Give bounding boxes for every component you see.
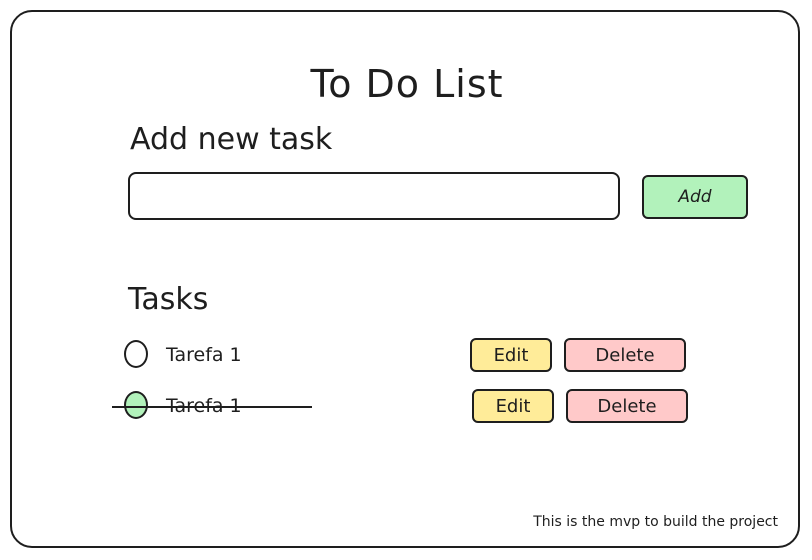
edit-task-button[interactable]: Edit (472, 389, 554, 423)
task-complete-toggle[interactable] (124, 340, 148, 368)
task-label: Tarefa 1 (166, 344, 242, 366)
task-row: Tarefa 1 Edit Delete (112, 335, 712, 375)
tasks-heading: Tasks (128, 282, 209, 317)
edit-task-button[interactable]: Edit (470, 338, 552, 372)
new-task-input[interactable] (128, 172, 620, 220)
page-title: To Do List (310, 62, 504, 106)
app-window: To Do List Add new task Add Tasks Tarefa… (10, 10, 800, 548)
delete-task-button[interactable]: Delete (566, 389, 688, 423)
task-row-completed: Tarefa 1 Edit Delete (112, 386, 712, 426)
strikethrough-line (112, 406, 312, 408)
footer-note: This is the mvp to build the project (533, 514, 778, 530)
delete-task-button[interactable]: Delete (564, 338, 686, 372)
add-task-heading: Add new task (130, 122, 333, 157)
add-task-button[interactable]: Add (642, 175, 748, 219)
task-complete-toggle[interactable] (124, 391, 148, 419)
